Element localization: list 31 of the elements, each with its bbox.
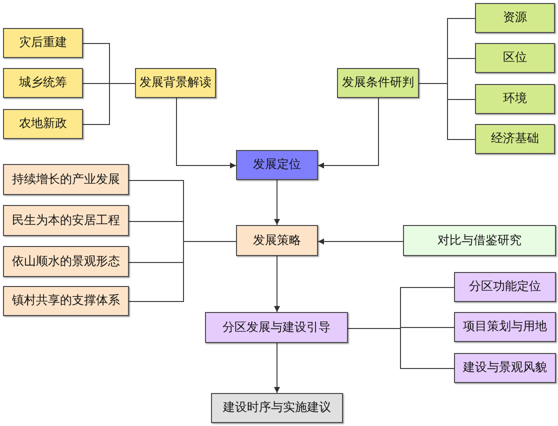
process-box: 发展条件研判 [337, 68, 419, 98]
process-box: 持续增长的产业发展 [3, 164, 129, 195]
arrow [318, 238, 404, 244]
process-box: 分区发展与建设引导 [205, 312, 348, 343]
connector-line [82, 83, 136, 125]
connector-line [348, 328, 454, 369]
connector-line [418, 83, 476, 140]
process-box: 民生为本的安居工程 [3, 205, 129, 236]
arrow [274, 342, 280, 394]
process-box: 对比与借鉴研究 [403, 225, 556, 256]
process-box: 建设时序与实施建议 [211, 393, 343, 423]
process-box: 资源 [475, 3, 555, 33]
process-box: 经济基础 [475, 124, 555, 154]
highlighted-process-box: 发展定位 [236, 150, 318, 180]
process-box: 分区功能定位 [454, 272, 556, 302]
process-box: 项目策划与用地 [454, 312, 556, 342]
process-box: 镇村共享的支撑体系 [3, 286, 129, 316]
process-box: 发展策略 [236, 225, 318, 256]
arrow [274, 180, 280, 226]
process-box: 依山顺水的景观形态 [3, 246, 129, 277]
process-box: 城乡统筹 [3, 68, 83, 98]
process-box: 区位 [475, 43, 555, 73]
process-box: 灾后重建 [3, 28, 83, 58]
connector-line [128, 241, 236, 302]
process-box: 农地新政 [3, 109, 83, 139]
process-box: 环境 [475, 84, 555, 114]
arrow [274, 256, 280, 312]
process-box: 建设与景观风貌 [454, 353, 556, 383]
arrow [176, 98, 236, 168]
process-box: 发展背景解读 [135, 68, 216, 98]
arrow [318, 98, 379, 168]
